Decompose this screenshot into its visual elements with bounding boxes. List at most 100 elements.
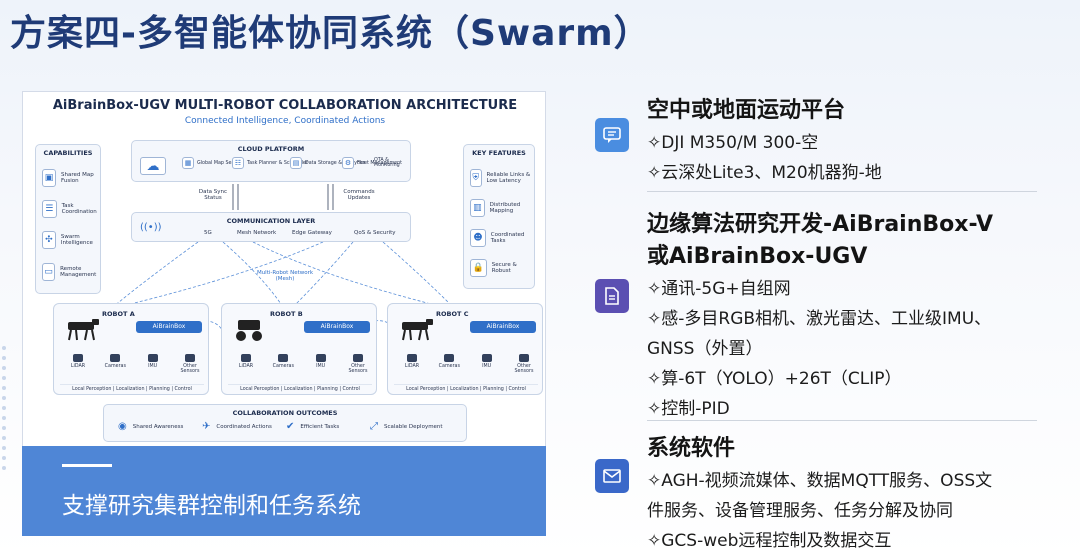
section-divider xyxy=(647,420,1037,421)
sensor-row: LiDAR Cameras IMU Other Sensors xyxy=(398,354,538,374)
cloud-item: ▦Global Map Server xyxy=(182,157,241,169)
brainbox-badge: AiBrainBox xyxy=(304,321,370,333)
storage-icon: ▤ xyxy=(290,157,302,169)
map-icon: ▥ xyxy=(470,199,485,217)
feature-item: ▥Distributed Mapping xyxy=(470,199,534,217)
section-line: ✧算-6T（YOLO）+26T（CLIP） xyxy=(647,369,902,389)
cloud-item: OTA & Monitoring xyxy=(374,158,400,168)
robot-dog-icon xyxy=(68,319,99,341)
capabilities-panel: CAPABILITIES ▣Shared Map Fusion ☰Task Co… xyxy=(35,144,101,294)
people-icon: ☻ xyxy=(470,229,486,247)
capabilities-heading: CAPABILITIES xyxy=(43,149,93,157)
architecture-diagram: AiBrainBox-UGV MULTI-ROBOT COLLABORATION… xyxy=(22,91,546,536)
mesh-label: Multi-Robot Network (Mesh) xyxy=(256,270,314,282)
robot-footer: Local Perception | Localization | Planni… xyxy=(394,384,538,392)
robot-card: ROBOT B AiBrainBox LiDAR Cameras IMU Oth… xyxy=(221,303,377,395)
mail-icon xyxy=(595,459,629,493)
section-line: 件服务、设备管理服务、任务分解及协同 xyxy=(647,501,953,521)
outcome-item: ✈Coordinated Actions xyxy=(202,421,272,432)
capability-item: ▭Remote Management xyxy=(42,263,101,281)
imu-icon xyxy=(147,354,158,362)
banner-accent-bar xyxy=(62,464,112,467)
feature-item: ☻Coordinated Tasks xyxy=(470,229,534,247)
section-title: 或AiBrainBox-UGV xyxy=(647,244,868,269)
cloud-item: ☷Task Planner & Scheduler xyxy=(232,157,308,169)
cloud-icon: ☁ xyxy=(140,157,169,175)
fleet-icon: ⚙ xyxy=(342,157,354,169)
section-title: 边缘算法研究开发-AiBrainBox-V xyxy=(647,212,993,237)
robot-dog-icon xyxy=(402,319,433,341)
expand-icon: ⤢ xyxy=(370,421,378,432)
cloud-item: ⚙Fleet Management xyxy=(342,157,402,169)
page-title: 方案四-多智能体协同系统（Swarm） xyxy=(10,13,651,54)
brainbox-badge: AiBrainBox xyxy=(470,321,536,333)
sync-note: Data Sync Status xyxy=(198,189,228,201)
chat-icon xyxy=(595,118,629,152)
brainbox-badge: AiBrainBox xyxy=(136,321,202,333)
diagram-title: AiBrainBox-UGV MULTI-ROBOT COLLABORATION… xyxy=(52,98,518,113)
robot-footer: Local Perception | Localization | Planni… xyxy=(228,384,372,392)
eye-icon: ◉ xyxy=(118,421,127,432)
commands-note: Commands Updates xyxy=(343,189,375,201)
section-line: ✧通讯-5G+自组网 xyxy=(647,279,791,299)
lidar-icon xyxy=(73,354,83,362)
camera-icon xyxy=(444,354,455,362)
document-icon xyxy=(595,279,629,313)
robot-card: ROBOT A AiBrainBox LiDAR Cameras IMU Oth… xyxy=(53,303,209,395)
caption-banner: 支撑研究集群控制和任务系统 xyxy=(22,446,546,536)
capability-item: ✣Swarm Intelligence xyxy=(42,231,100,249)
sensor-icon xyxy=(184,354,195,362)
map-icon: ▣ xyxy=(42,169,56,187)
shield-icon: ⛨ xyxy=(470,169,482,187)
key-features-heading: KEY FEATURES xyxy=(472,149,526,157)
outcome-item: ✔Efficient Tasks xyxy=(286,421,340,432)
section-title: 系统软件 xyxy=(647,436,736,461)
robot-footer: Local Perception | Localization | Planni… xyxy=(60,384,204,392)
decor-dots xyxy=(2,340,8,476)
lidar-icon xyxy=(241,354,251,362)
imu-icon xyxy=(315,354,326,362)
robot-ugv-icon xyxy=(236,320,262,341)
communication-layer: COMMUNICATION LAYER ((•)) 5G Mesh Networ… xyxy=(131,212,411,242)
section-title: 空中或地面运动平台 xyxy=(647,98,846,123)
task-icon: ☰ xyxy=(42,200,57,218)
key-features-panel: KEY FEATURES ⛨Reliable Links & Low Laten… xyxy=(463,144,535,289)
outcome-item: ◉Shared Awareness xyxy=(118,421,184,432)
cloud-item: ▤Data Storage & Analytics xyxy=(290,157,365,169)
feature-item: 🔒Secure & Robust xyxy=(470,259,534,277)
section-line: ✧云深处Lite3、M20机器狗-地 xyxy=(647,163,882,183)
diagram-subtitle: Connected Intelligence, Coordinated Acti… xyxy=(184,116,386,126)
section-line: ✧DJI M350/M 300-空 xyxy=(647,133,819,153)
section-line: ✧GCS-web远程控制及数据交互 xyxy=(647,531,892,551)
monitor-icon: ▭ xyxy=(42,263,56,281)
sensor-icon xyxy=(518,354,529,362)
planner-icon: ☷ xyxy=(232,157,244,169)
robot-card: ROBOT C AiBrainBox LiDAR Cameras IMU Oth… xyxy=(387,303,543,395)
camera-icon xyxy=(278,354,289,362)
outcomes-heading: COLLABORATION OUTCOMES xyxy=(232,409,338,417)
section-divider xyxy=(647,191,1037,192)
sensor-icon xyxy=(352,354,363,362)
imu-icon xyxy=(481,354,492,362)
swarm-icon: ✣ xyxy=(42,231,56,249)
sensor-row: LiDAR Cameras IMU Other Sensors xyxy=(232,354,372,374)
section-line: GNSS（外置） xyxy=(647,339,763,359)
camera-icon xyxy=(110,354,121,362)
check-icon: ✔ xyxy=(286,421,295,432)
collaboration-outcomes: COLLABORATION OUTCOMES ◉Shared Awareness… xyxy=(103,404,467,442)
comm-heading: COMMUNICATION LAYER xyxy=(226,217,316,225)
server-icon: ▦ xyxy=(182,157,194,169)
antenna-icon: ((•)) xyxy=(140,222,162,233)
lock-icon: 🔒 xyxy=(470,259,487,277)
capability-item: ▣Shared Map Fusion xyxy=(42,169,100,187)
drone-icon: ✈ xyxy=(202,421,211,432)
cloud-heading: CLOUD PLATFORM xyxy=(237,145,305,153)
section-line: ✧控制-PID xyxy=(647,399,730,419)
outcome-item: ⤢Scalable Deployment xyxy=(370,421,443,432)
banner-text: 支撑研究集群控制和任务系统 xyxy=(62,493,361,519)
feature-item: ⛨Reliable Links & Low Latency xyxy=(470,169,534,187)
capability-item: ☰Task Coordination xyxy=(42,200,100,218)
sensor-row: LiDAR Cameras IMU Other Sensors xyxy=(64,354,204,374)
cloud-platform: CLOUD PLATFORM ☁ ▦Global Map Server ☷Tas… xyxy=(131,140,411,182)
lidar-icon xyxy=(407,354,417,362)
